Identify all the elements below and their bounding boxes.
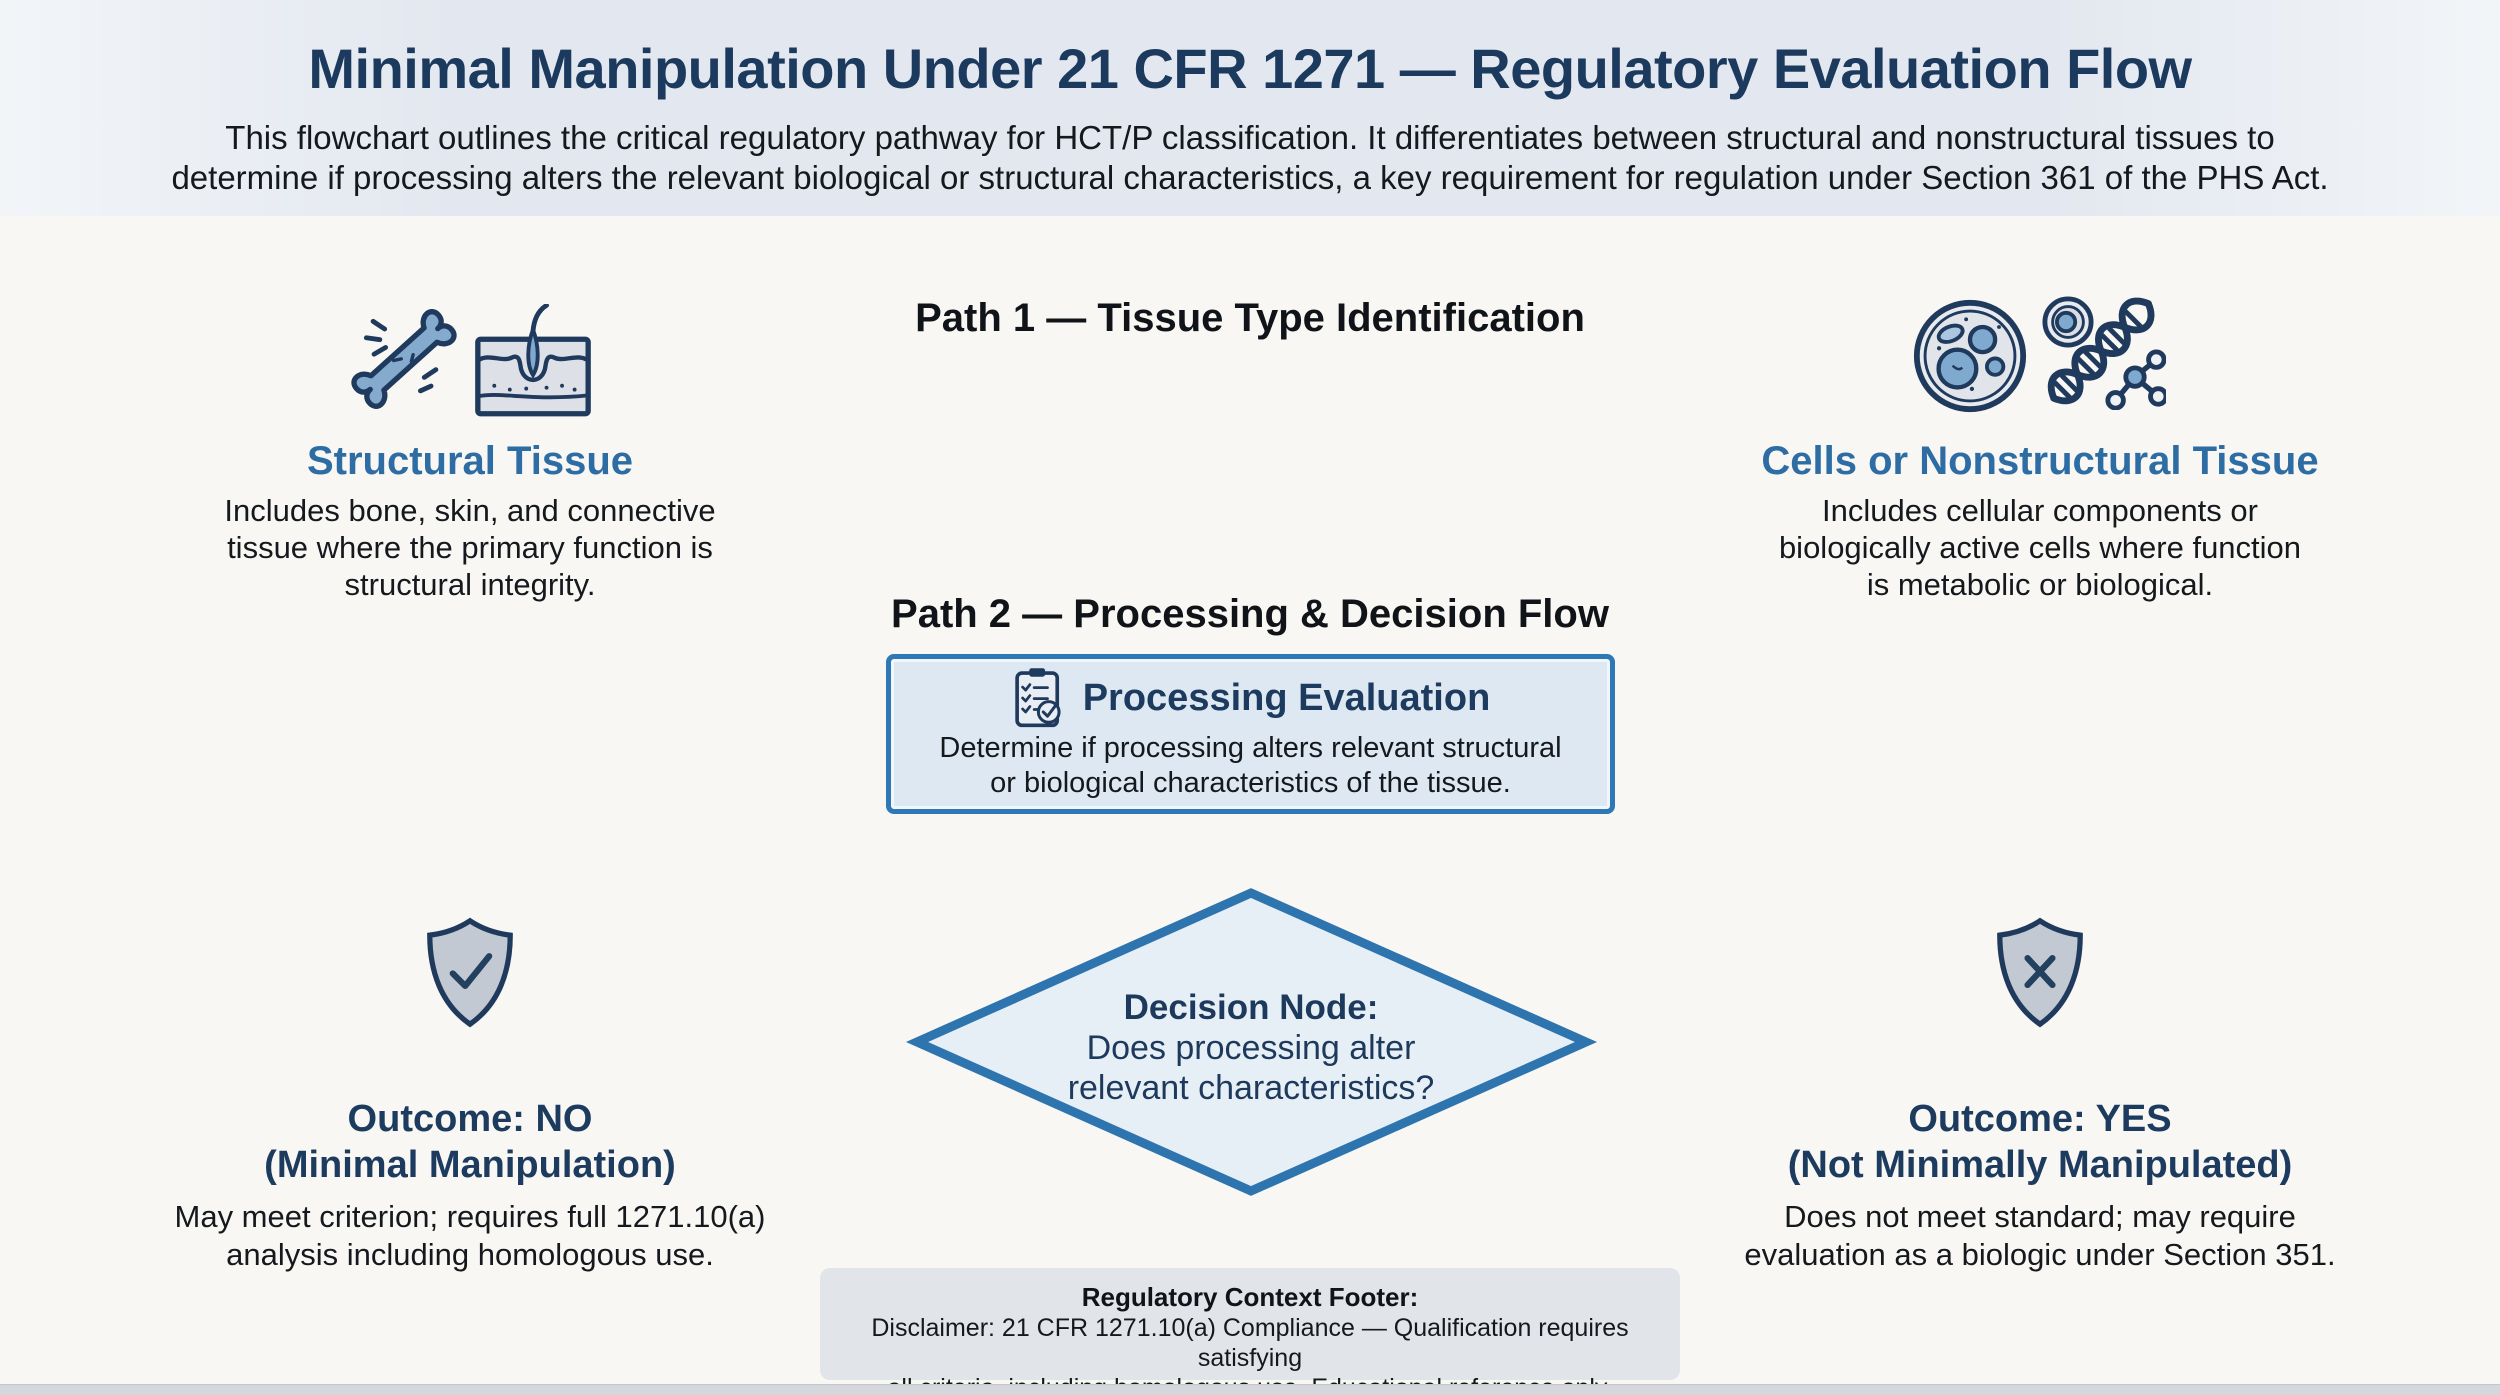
- dna-icon: [2047, 297, 2155, 405]
- subtitle-line-1: This flowchart outlines the critical reg…: [225, 119, 2275, 156]
- structural-tissue-node: Structural Tissue Includes bone, skin, a…: [120, 292, 820, 603]
- decision-diamond-shape: [905, 888, 1598, 1196]
- processing-evaluation-node: Processing Evaluation Determine if proce…: [886, 654, 1615, 814]
- outcome-yes-node: Outcome: YES (Not Minimally Manipulated)…: [1700, 1096, 2380, 1274]
- outcome-yes-description: Does not meet standard; may require eval…: [1744, 1199, 2336, 1272]
- regulatory-context-footer: Regulatory Context Footer: Disclaimer: 2…: [820, 1268, 1680, 1395]
- skin-cross-section-icon: [475, 304, 591, 417]
- subtitle-line-2: determine if processing alters the relev…: [171, 159, 2329, 196]
- page-subtitle: This flowchart outlines the critical reg…: [0, 118, 2500, 198]
- footer-disclaimer: Disclaimer: 21 CFR 1271.10(a) Compliance…: [871, 1314, 1629, 1395]
- decision-node-label: Decision Node:: [1123, 988, 1379, 1027]
- structural-tissue-description: Includes bone, skin, and connective tiss…: [224, 493, 716, 602]
- clipboard-checklist-icon: [1014, 668, 1061, 728]
- nonstructural-icon-cluster: [1912, 292, 2168, 426]
- header-band: [0, 0, 2500, 216]
- cell-icon: [1913, 299, 2027, 413]
- bone-icon: [351, 309, 457, 409]
- page-title: Minimal Manipulation Under 21 CFR 1271 —…: [308, 37, 2192, 100]
- path1-heading: Path 1 — Tissue Type Identification: [915, 296, 1585, 340]
- decision-node-question: Does processing alter relevant character…: [1067, 1029, 1435, 1107]
- outcome-yes-heading: Outcome: YES (Not Minimally Manipulated): [1787, 1098, 2293, 1186]
- outcome-no-heading: Outcome: NO (Minimal Manipulation): [264, 1098, 676, 1186]
- nonstructural-tissue-description: Includes cellular components or biologic…: [1778, 493, 2302, 602]
- shield-x-icon: [1997, 917, 2083, 1028]
- processing-evaluation-heading: Processing Evaluation: [1082, 676, 1491, 719]
- structural-tissue-heading: Structural Tissue: [306, 439, 634, 483]
- small-cell-icon: [2042, 296, 2094, 348]
- nonstructural-tissue-node: Cells or Nonstructural Tissue Includes c…: [1690, 292, 2390, 603]
- shield-check-icon: [427, 917, 513, 1028]
- path2-heading: Path 2 — Processing & Decision Flow: [891, 592, 1609, 636]
- outcome-no-node: Outcome: NO (Minimal Manipulation) May m…: [130, 1096, 810, 1274]
- nonstructural-tissue-heading: Cells or Nonstructural Tissue: [1761, 439, 2319, 483]
- structural-icon-cluster: [347, 292, 593, 426]
- processing-evaluation-header: Processing Evaluation: [891, 667, 1610, 729]
- outcome-no-description: May meet criterion; requires full 1271.1…: [174, 1199, 766, 1272]
- bottom-edge-strip: [0, 1384, 2500, 1395]
- decision-node: Decision Node: Does processing alter rel…: [898, 988, 1604, 1108]
- processing-evaluation-description: Determine if processing alters relevant …: [939, 732, 1562, 799]
- footer-heading: Regulatory Context Footer:: [1081, 1282, 1419, 1312]
- molecule-icon: [2105, 349, 2166, 410]
